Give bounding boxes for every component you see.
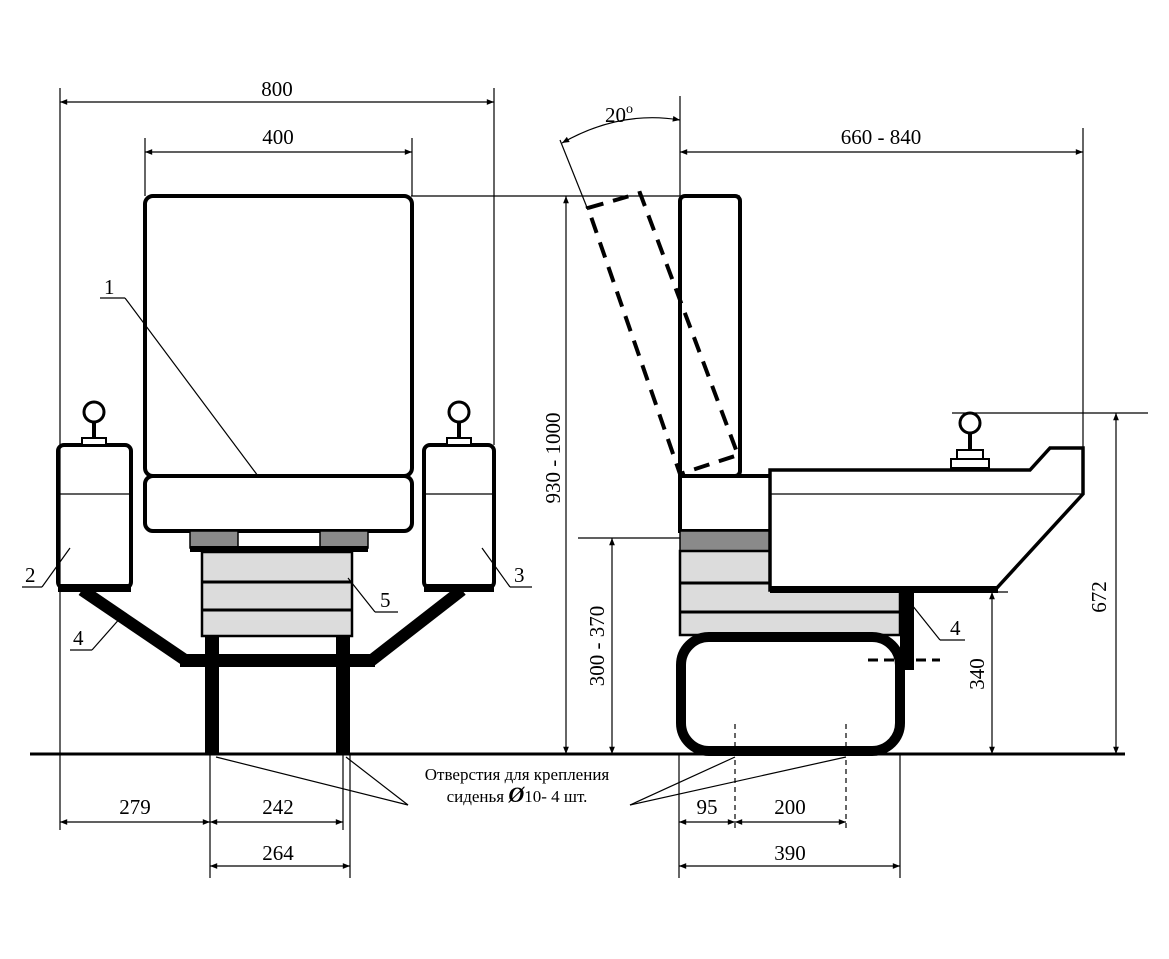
callout-2: 2 [25, 563, 36, 587]
control-knob-right [446, 400, 472, 446]
mounting-holes-note: Отверстия для крепления сиденья Ø10- 4 ш… [215, 756, 847, 807]
side-control-knob [950, 411, 990, 469]
callout-4-front: 4 [73, 626, 84, 650]
front-view: 800 400 279 242 264 1 2 3 4 5 [22, 77, 1125, 878]
dim-total-width: 800 [261, 77, 293, 101]
callout-1: 1 [104, 275, 115, 299]
note-line-2: сиденья Ø10- 4 шт. [447, 782, 588, 807]
side-seat-pad [679, 530, 776, 552]
seat-cushion [143, 474, 414, 533]
side-base-frame [676, 632, 905, 756]
dim-back-width: 400 [262, 125, 294, 149]
seat-pad-right [319, 530, 369, 549]
backrest [143, 194, 414, 478]
dim-seat-height-range: 300 - 370 [585, 606, 609, 687]
dim-base-width: 264 [262, 841, 294, 865]
armrest-right [422, 443, 496, 590]
dim-tilt-angle: 20o [605, 102, 633, 127]
leg-left [205, 636, 219, 754]
callout-3: 3 [514, 563, 525, 587]
side-backrest [678, 194, 742, 478]
seat-plate [190, 546, 368, 552]
armrest-bracket [78, 585, 466, 666]
dim-left-offset: 279 [119, 795, 151, 819]
side-view: 660 - 840 20o 930 - 1000 300 - 370 672 3… [411, 96, 1148, 878]
dim-hole-offset: 95 [697, 795, 718, 819]
dim-depth-range: 660 - 840 [841, 125, 922, 149]
side-seat-cushion [678, 474, 777, 533]
leg-right [336, 636, 350, 754]
side-armrest [768, 446, 1085, 592]
control-knob-left [81, 400, 107, 446]
dim-armrest-height: 672 [1087, 581, 1111, 613]
dim-height-range: 930 - 1000 [541, 413, 565, 504]
dim-leg-spacing: 242 [262, 795, 294, 819]
seat-pad-left [189, 530, 239, 549]
dim-hole-spacing: 200 [774, 795, 806, 819]
dim-bracket-height: 340 [965, 658, 989, 690]
callout-5: 5 [380, 588, 391, 612]
armrest-left [56, 443, 133, 590]
callout-4-side: 4 [950, 616, 961, 640]
side-bracket [900, 590, 914, 670]
side-backrest-tilted [585, 190, 741, 477]
height-adjuster [200, 550, 354, 638]
dim-base-depth: 390 [774, 841, 806, 865]
note-line-1: Отверстия для крепления [425, 765, 610, 784]
